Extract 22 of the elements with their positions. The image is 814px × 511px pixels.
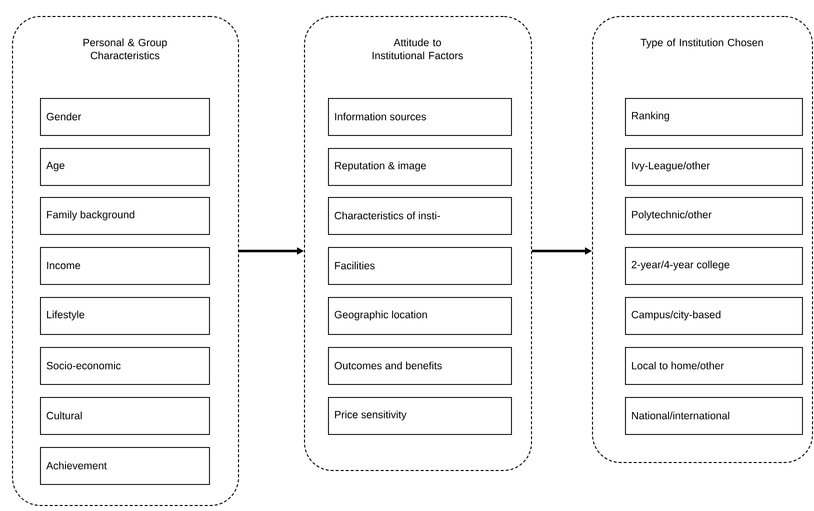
factor-box: Lifestyle [40,297,210,335]
factor-box: Achievement [40,447,210,485]
factor-box: Gender [40,98,210,136]
factor-box: Age [40,148,210,186]
factor-box: National/international [625,397,803,435]
factor-box: Information sources [328,98,512,136]
factor-box: Facilities [328,247,512,285]
factor-box: Local to home/other [625,347,803,385]
factor-box: Family background [40,197,210,235]
factor-box: Campus/city-based [625,297,803,335]
factor-box: Geographic location [328,297,512,335]
factor-box: Ivy-League/other [625,148,803,186]
factor-box: Ranking [625,98,803,136]
factor-box: Socio-economic [40,347,210,385]
factor-box: Polytechnic/other [625,197,803,235]
factor-box: 2-year/4-year college [625,247,803,285]
factor-box: Reputation & image [328,148,512,186]
factor-box: Price sensitivity [328,397,512,435]
factor-box: Characteristics of insti- [328,197,512,235]
factor-box: Cultural [40,397,210,435]
factor-box: Outcomes and benefits [328,347,512,385]
factor-box: Income [40,247,210,285]
